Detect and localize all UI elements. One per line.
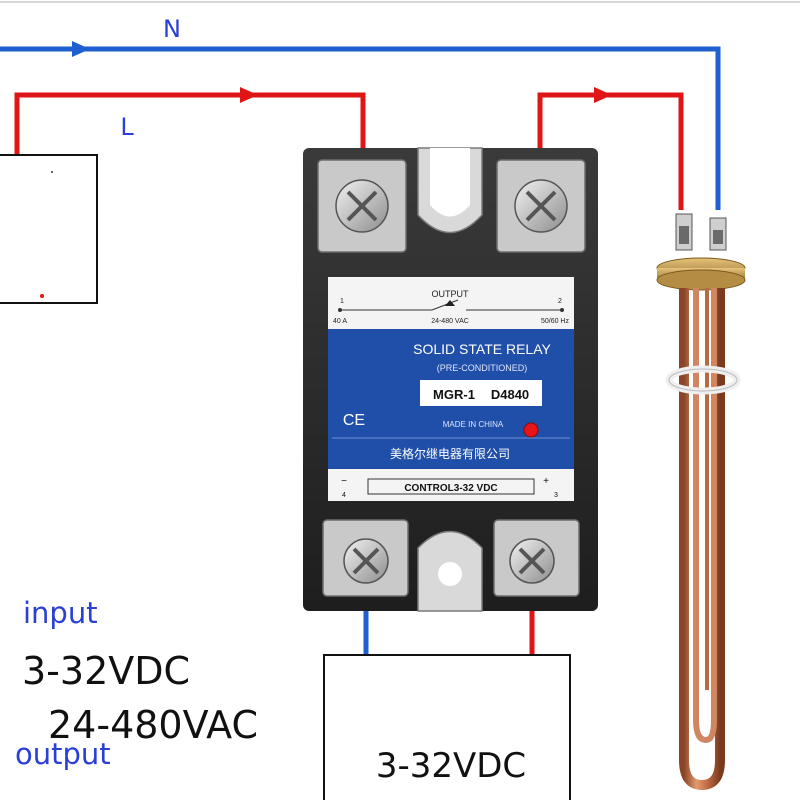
relay-minus-sign: −: [341, 476, 347, 487]
relay-title: SOLID STATE RELAY: [413, 341, 551, 357]
neutral-arrow-icon: [72, 41, 90, 57]
live-wire-out: [537, 87, 684, 210]
screw-terminal-2-icon: [514, 179, 568, 233]
output-voltage-label: 24-480VAC: [48, 703, 258, 747]
relay-control-label: CONTROL3-32 VDC: [404, 483, 497, 494]
screw-terminal-3-icon: [509, 538, 555, 584]
status-led-icon: [523, 422, 539, 438]
relay-made-in: MADE IN CHINA: [443, 420, 504, 429]
relay-subtitle: (PRE-CONDITIONED): [437, 363, 528, 373]
relay-model: MGR-1: [433, 387, 475, 402]
relay-company: 美格尔继电器有限公司: [390, 446, 510, 461]
relay-frequency: 50/60 Hz: [541, 318, 570, 325]
relay-terminal-2: 2: [558, 298, 562, 305]
relay-terminal-1: 1: [340, 298, 344, 305]
source-box: [0, 154, 98, 304]
relay-plus-sign: +: [543, 476, 549, 487]
input-voltage-label: 3-32VDC: [22, 649, 190, 693]
control-box-label: 3-32VDC: [376, 746, 526, 786]
relay-voltage-rating: 24-480 VAC: [431, 318, 469, 325]
input-label: input: [23, 596, 98, 630]
relay-current-rating: 40 A: [333, 318, 347, 325]
relay-terminal-4: 4: [342, 492, 346, 499]
screw-terminal-1-icon: [335, 179, 389, 233]
live-wire-in: [14, 87, 366, 200]
relay-model-code: D4840: [491, 387, 529, 402]
relay-terminal-3: 3: [554, 492, 558, 499]
live-arrow-out-icon: [594, 87, 612, 103]
control-box: [323, 654, 571, 800]
heating-element: [656, 213, 746, 791]
relay-ce-mark: CE: [343, 412, 365, 429]
screw-terminal-4-icon: [343, 538, 389, 584]
neutral-wire: [0, 41, 721, 210]
live-label: L: [120, 113, 134, 141]
relay-output-label: OUTPUT: [432, 289, 470, 299]
solid-state-relay: OUTPUT 1 2 40 A 24-480 VAC 50/60 Hz SOLI…: [303, 147, 598, 612]
output-label: output: [15, 737, 111, 771]
live-arrow-icon: [240, 87, 258, 103]
neutral-label: N: [163, 15, 181, 43]
